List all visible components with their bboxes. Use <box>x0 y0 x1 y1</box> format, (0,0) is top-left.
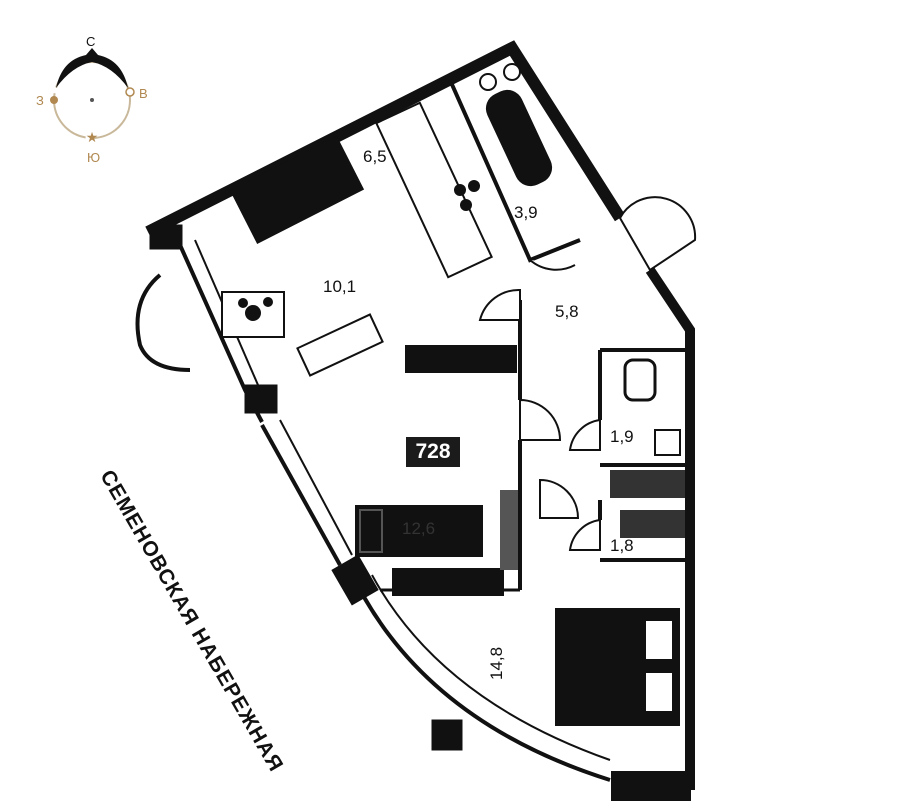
furniture <box>221 63 685 726</box>
room-area-living: 10,1 <box>323 277 356 296</box>
east-marker-icon <box>125 87 135 97</box>
shelf-icon <box>500 490 518 570</box>
toilet-icon <box>623 358 657 402</box>
room-area-bedroom: 14,8 <box>487 647 506 680</box>
west-marker-icon <box>50 96 58 104</box>
sofa-icon <box>229 136 365 244</box>
sink-icon <box>654 429 681 456</box>
room-area-bathroom: 3,9 <box>514 203 538 222</box>
wardrobe-icon <box>392 568 504 596</box>
closet-shelf-icon <box>610 470 685 498</box>
south-star-icon: ★ <box>86 130 99 146</box>
desk-icon <box>296 313 384 377</box>
room-area-wc: 1,9 <box>610 427 634 446</box>
room-area-closet: 1,8 <box>610 536 634 555</box>
walls <box>135 40 695 801</box>
wardrobe-icon <box>405 345 517 373</box>
doors <box>478 196 697 551</box>
kitchen-counter-icon <box>374 101 494 279</box>
compass-south: Ю <box>87 150 100 165</box>
compass-east: В <box>139 86 148 101</box>
compass: ★ С З В Ю <box>36 34 148 165</box>
bathtub-icon <box>485 89 553 187</box>
room-area-hall: 5,8 <box>555 302 579 321</box>
north-arrow-icon <box>56 48 128 88</box>
room-area-kitchen: 6,5 <box>363 147 387 166</box>
room-area-room: 12,6 <box>402 519 435 538</box>
apartment-number-badge: 728 <box>406 437 460 467</box>
compass-west: З <box>36 93 44 108</box>
compass-north: С <box>86 34 95 49</box>
